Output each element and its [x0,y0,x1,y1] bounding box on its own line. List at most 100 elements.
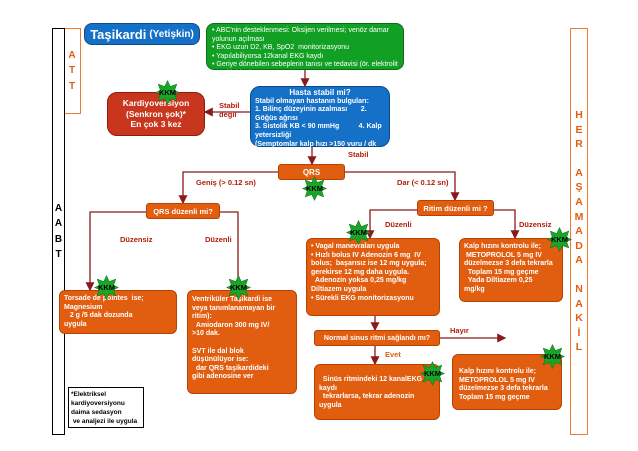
strip-letter: A [54,218,63,229]
rate-control-line: düzelmezse 3 defa tekrarla [464,260,553,268]
kkm-badge-sinus-result: KKM [420,361,445,386]
rate-control-line: mg/kg [464,285,485,293]
kkm-label: KKM [543,352,562,361]
strip-letter: T [68,65,76,77]
sinus-result-line: kaydı [319,384,337,392]
kkm-star-icon [302,176,327,201]
arrow-irregular-wide [85,211,146,292]
arrow-qrs-narrow [345,171,460,202]
vagal-line: Diltiazem uygula [311,285,367,293]
kkm-label: KKM [158,88,177,97]
label-duzensiz-left: Düzensiz [120,235,153,244]
torsades-line: uygula [64,320,87,328]
rate-control-line: Yada Diltiazem 0,25 [464,277,533,285]
abc-line: • ABC'nin desteklenmesi: Oksijen verilme… [212,27,391,43]
kkm-badge-rate-control-2: KKM [540,344,565,369]
strip-letter: Ş [575,181,583,194]
stable-question-line: 1. Bilinç düzeyinin azalması 2. Göğüs ağ… [255,106,369,122]
kkm-badge-qrs: KKM [302,176,327,201]
label-duzenli-left: Düzenli [205,235,232,244]
right-strip-her-asamada-nakil: H E R A Ş A M A D A N A K İ L [570,28,588,435]
title-sub: (Yetişkin) [149,28,194,40]
strip-letter: M [574,210,584,223]
vagal-line: • Sürekli EKG monitorizasyonu [311,294,414,302]
rate-control-line: METOPROLOL 5 mg IV [464,251,542,259]
rate-control-line: Kalp hızını kontrolu ile; [464,243,541,250]
arrow-regular-narrow [365,209,417,240]
ventricular-tachycardia-box: Ventriküler Taşikardi ise veya tanımlana… [187,290,297,394]
kkm-star-icon [94,275,119,300]
footnote-line: kardiyoversiyonu [71,400,125,407]
qrs-regular-question-box: QRS düzenli mi? [146,203,220,219]
footnote-line: *Elektriksel [71,391,107,398]
stable-question-line: (Semptomlar kalp hızı >150 vuru / dk ike… [255,140,379,157]
footnote-box: *Elektriksel kardiyoversiyonu daima seda… [68,387,144,428]
stable-question-title: Hasta stabil mi? [289,88,351,97]
rate-control-line: Toplam 15 mg geçme [459,393,530,401]
kkm-label: KKM [97,283,116,292]
vagal-line: gerekirse 12 mg daha uygula. [311,268,410,276]
label-genis: Geniş (> 0.12 sn) [196,178,256,187]
vt-line: Ventriküler Taşikardi ise [192,296,273,303]
footnote-line: ve analjezi ile uygula [71,418,138,425]
kkm-star-icon [540,344,565,369]
cardioversion-box: Kardiyoversiyon (Senkron şok)* En çok 3 … [107,92,205,136]
left-strip-att: A T T [63,28,81,114]
abc-support-box: • ABC'nin desteklenmesi: Oksijen verilme… [206,23,404,77]
vt-line: Amiodaron 300 mg IV/ [192,321,270,329]
strip-letter: A [575,254,583,267]
torsades-box: Torsade de pointes ise; Magnesium 2 g /5… [59,290,177,334]
rate-control-line: METOPROLOL 5 mg IV [459,376,535,384]
page-title: Taşikardi (Yetişkin) [84,23,200,45]
sinus-result-line: uygula [319,401,342,409]
rate-control-line: Toplam 15 mg geçme [464,268,539,276]
cardioversion-line: Kardiyoversiyon [122,98,190,109]
sinus-result-box: Sinüs ritmindeki 12 kanalEKG kaydı tekra… [314,364,440,420]
label-dar: Dar (< 0.12 sn) [397,178,449,187]
cardioversion-line: (Senkron şok)* [126,108,186,119]
vt-line: SVT ile dal blok [192,347,244,355]
patient-stable-question-box: Hasta stabil mi? Stabil olmayan hastanın… [250,86,390,165]
torsades-line: Torsade de pointes ise; [64,295,144,302]
vt-line: ritim): [192,313,212,321]
sinus-rhythm-question-box: Normal sinus ritmi sağlandı mı? [314,330,440,346]
strip-letter: A [68,49,76,61]
label-line: değil [219,110,237,119]
vagal-line: Adenozin yoksa 0,25 mg/kg [311,277,407,285]
sinus-question-label: Normal sinus ritmi sağlandı mı? [323,334,431,342]
cardioversion-line: En çok 3 kez [130,119,182,130]
kkm-star-icon [420,361,445,386]
torsades-line: 2 g /5 dak dozunda [64,312,133,320]
qrs-regular-label: QRS düzenli mi? [153,206,213,216]
stable-question-line: Stabil olmayan hastanın bulguları: [255,97,369,105]
rate-control-line: düzelmezse 3 defa tekrarla [459,385,548,393]
vagal-line: • Hızlı bolus IV Adenozin 6 mg IV [311,251,421,259]
sinus-result-line: Sinüs ritmindeki 12 kanalEKG [319,376,423,383]
label-duzensiz-right: Düzensiz [519,220,552,229]
kkm-badge-vagal: KKM [346,220,371,245]
kkm-badge-vt: KKM [226,275,251,300]
stable-question-line: çıkması) [255,157,284,165]
kkm-star-icon [547,227,572,252]
strip-letter: T [68,80,76,92]
qrs-label: QRS [302,167,321,177]
strip-letter: D [575,239,583,252]
kkm-label: KKM [305,184,324,193]
strip-letter: E [575,123,583,136]
label-stabil: Stabil [348,150,369,159]
strip-letter: H [575,109,583,122]
strip-letter: A [54,202,63,214]
vt-line: >10 dak. [192,330,220,338]
rhythm-regular-label: Ritim düzenli mi ? [423,203,488,213]
rhythm-regular-question-box: Ritim düzenli mi ? [417,200,494,216]
kkm-badge-rate-control-1: KKM [547,227,572,252]
label-stabil-degil: Stabil değil [219,101,239,119]
vagal-adenosine-box: • Vagal manevraları uygula • Hızlı bolus… [306,238,440,316]
footnote-line: daima sedasyon [71,409,122,416]
stable-question-line: 3. Sistolik KB < 90 mmHg 4. Kalp yetersi… [255,123,384,139]
arrow-regular-wide [220,211,243,292]
kkm-star-icon [226,275,251,300]
label-line: Stabil [219,101,240,110]
arrow-irregular-narrow [494,209,520,240]
label-duzenli-right: Düzenli [385,220,412,229]
